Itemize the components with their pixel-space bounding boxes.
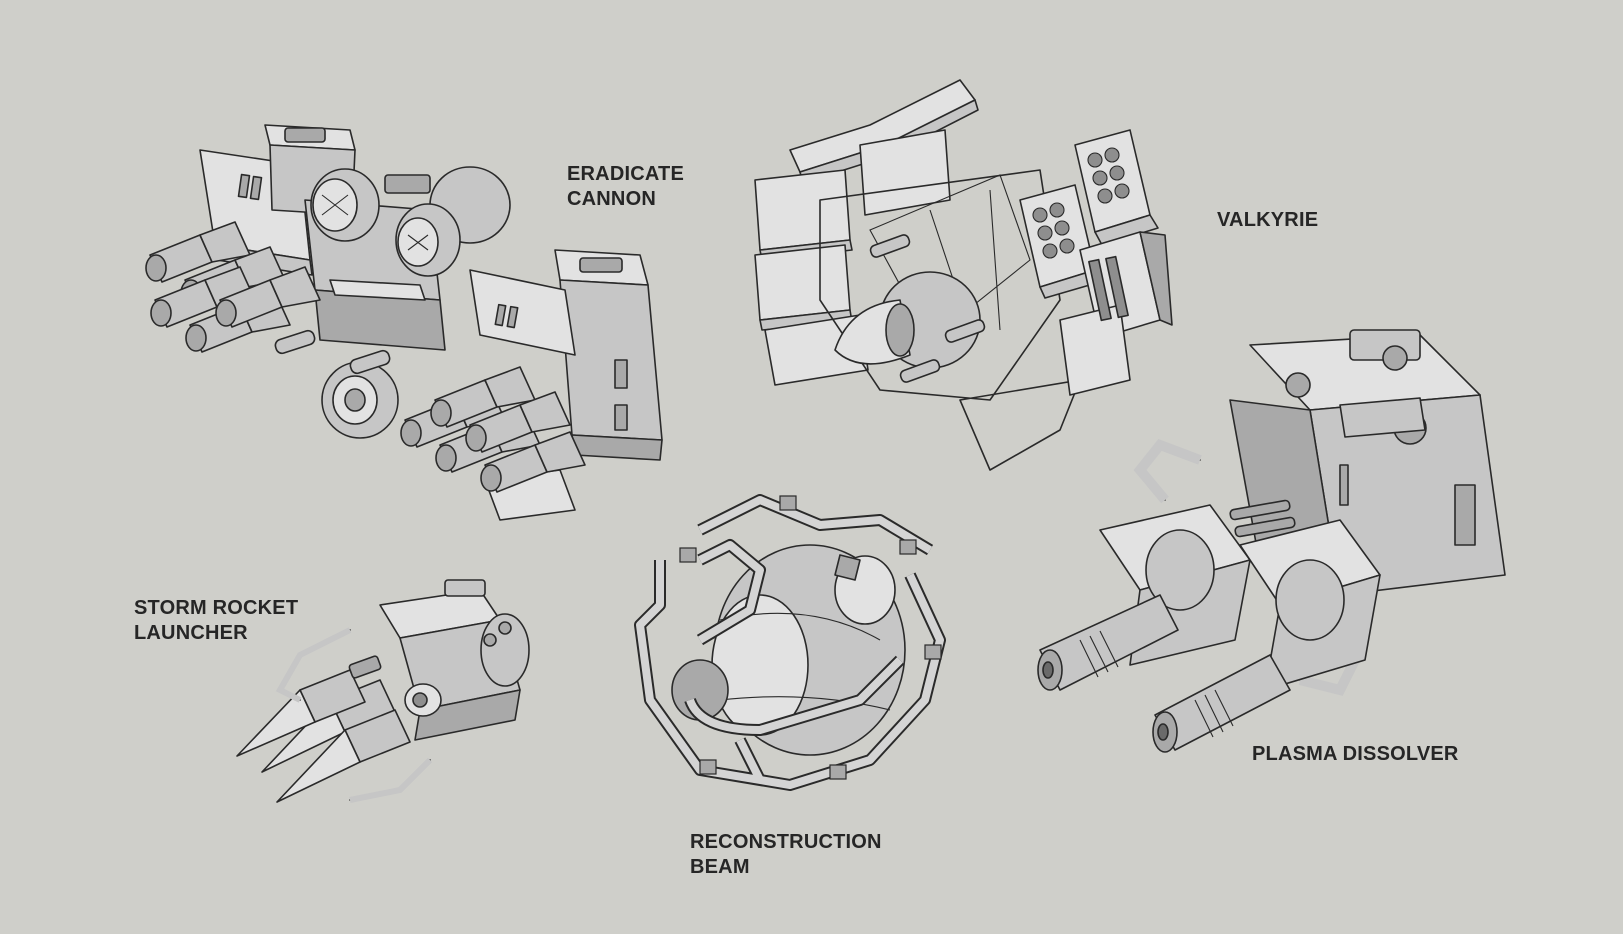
storm-rocket-launcher-label: STORM ROCKET LAUNCHER	[134, 596, 298, 646]
eradicate-cannon-label: ERADICATE CANNON	[567, 162, 684, 212]
eradicate-cannon-label-line2: CANNON	[567, 188, 656, 210]
plasma-dissolver-label: PLASMA DISSOLVER	[1252, 742, 1459, 767]
storm-rocket-launcher-label-line1: STORM ROCKET	[134, 597, 299, 619]
eradicate-cannon-label-line1: ERADICATE	[567, 163, 684, 185]
reconstruction-beam-label: RECONSTRUCTION BEAM	[690, 830, 882, 880]
reconstruction-beam-label-line1: RECONSTRUCTION	[690, 831, 882, 853]
valkyrie-label-line1: VALKYRIE	[1217, 209, 1319, 231]
storm-rocket-launcher-label-line2: LAUNCHER	[134, 622, 248, 644]
reconstruction-beam-label-line2: BEAM	[690, 856, 750, 878]
plasma-dissolver-label-line1: PLASMA DISSOLVER	[1252, 743, 1459, 765]
valkyrie-label: VALKYRIE	[1217, 208, 1318, 233]
